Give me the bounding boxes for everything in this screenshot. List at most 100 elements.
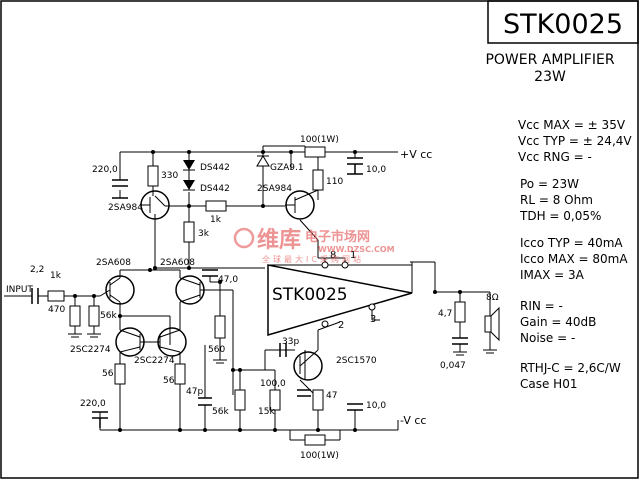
transistor-2sc1570 (293, 351, 323, 381)
watermark-site: 电子市场网 (305, 229, 370, 245)
label-q-2sa984-left: 2SA984 (108, 203, 143, 213)
resistor-47 (312, 389, 324, 411)
label-r-1k-mid: 1k (210, 215, 222, 225)
label-c-220-bottom: 220,0 (80, 399, 106, 409)
junction-dots (73, 150, 462, 432)
resistor-560 (214, 315, 226, 339)
watermark-tagline: 全球最大IC采购网站 (262, 254, 364, 264)
resistor-56k-input (88, 305, 100, 327)
ground-symbols (4, 295, 497, 364)
watermark-logo-icon (233, 227, 255, 249)
label-c-33p: 33p (282, 337, 299, 347)
spec-rthj: RTHJ-C = 2,6C/W (520, 361, 621, 375)
label-vcc-neg: -V cc (400, 414, 426, 427)
capacitor-10-top (347, 157, 363, 175)
label-c-100: 100,0 (260, 379, 286, 389)
spec-vcc-max: Vcc MAX = ± 35V (518, 118, 626, 132)
zener-gza9-1 (256, 152, 270, 176)
label-r-330: 330 (161, 171, 178, 181)
watermark-brand: 维库 (257, 227, 301, 253)
resistor-3k (183, 221, 195, 243)
label-q-2sc2274-left: 2SC2274 (70, 345, 111, 355)
label-c-10-bottom: 10,0 (366, 401, 386, 411)
spec-noise: Noise = - (520, 331, 575, 345)
label-r-15k: 15k (258, 407, 275, 417)
label-q-2sa984-right: 2SA984 (257, 184, 292, 194)
label-r-3k: 3k (198, 229, 210, 239)
capacitor-input (31, 288, 39, 304)
label-r-47: 47 (326, 391, 337, 401)
label-r-100-bottom: 100(1W) (300, 451, 339, 461)
resistor-470 (69, 305, 81, 327)
resistor-56-right (174, 363, 186, 385)
resistor-100-top (304, 146, 326, 158)
label-q-2sa608-right: 2SA608 (160, 258, 195, 268)
ic-pin-3: 3 (370, 314, 376, 325)
spec-icco-typ: Icco TYP = 40mA (520, 236, 623, 250)
label-c-47p: 47p (186, 387, 203, 397)
wiring (10, 145, 491, 441)
diode-ds442-2 (183, 180, 195, 191)
label-r-56-left: 56 (102, 369, 114, 379)
ic-stk0025: STK0025 8 1 2 3 (267, 250, 413, 336)
resistor-15k (269, 389, 281, 411)
resistor-56k-bottom (234, 389, 246, 411)
watermark: 维库 电子市场网 WWW.DZSC.COM 全球最大IC采购网站 (233, 227, 395, 264)
capacitor-220-top (112, 179, 128, 199)
label-r-4-7: 4,7 (438, 309, 452, 319)
capacitor-33p (279, 343, 287, 357)
spec-vcc-typ: Vcc TYP = ± 24,4V (518, 134, 632, 148)
label-c-10-top: 10,0 (366, 165, 386, 175)
spec-icco-max: Icco MAX = 80mA (520, 252, 628, 266)
label-c-0-047: 0,047 (440, 361, 466, 371)
label-r-56k-in: 56k (100, 311, 117, 321)
spec-po: Po = 23W (520, 177, 579, 191)
label-r-in: 1k (50, 271, 62, 281)
title-subtitle-2: 23W (534, 69, 566, 85)
label-d1: DS442 (200, 163, 230, 173)
part-number-title: STK0025 (503, 9, 623, 40)
resistor-4-7 (454, 301, 466, 323)
ic-pin-8: 8 (330, 250, 336, 261)
speaker-icon (484, 306, 500, 342)
spec-rl: RL = 8 Ohm (520, 193, 593, 207)
ic-pin-1: 1 (350, 250, 356, 261)
resistor-56-left (114, 363, 126, 385)
title-subtitle-1: POWER AMPLIFIER (485, 52, 614, 68)
label-c-47: 47,0 (218, 275, 238, 285)
resistor-330 (147, 165, 159, 187)
capacitor-47p (198, 397, 212, 406)
label-q-2sc2274-right: 2SC2274 (134, 356, 175, 366)
label-vcc-pos: +V cc (400, 148, 432, 161)
label-d2: DS442 (200, 184, 230, 194)
label-input: INPUT (6, 285, 33, 295)
capacitor-220-bottom (92, 411, 108, 428)
label-zener: GZA9.1 (270, 163, 304, 173)
label-r-470: 470 (48, 305, 65, 315)
label-q-2sa608-left: 2SA608 (96, 258, 131, 268)
label-r-56-right: 56 (163, 376, 175, 386)
label-c-in: 2,2 (30, 265, 44, 275)
label-r-560: 560 (208, 345, 225, 355)
resistor-100-bottom (304, 434, 326, 446)
label-r-56k-bottom: 56k (212, 407, 229, 417)
spec-gain: Gain = 40dB (520, 315, 596, 329)
transistor-2sa608-right (175, 275, 205, 305)
spec-imax: IMAX = 3A (520, 268, 585, 282)
capacitor-100 (297, 389, 311, 397)
title-box: STK0025 POWER AMPLIFIER 23W (485, 0, 639, 85)
resistor-110 (312, 169, 324, 191)
transistor-2sa608-left (99, 275, 135, 305)
label-speaker: 8Ω (486, 293, 499, 303)
resistor-1k-input (47, 290, 65, 302)
spec-case: Case H01 (520, 377, 577, 391)
ic-pin-2: 2 (338, 320, 344, 331)
spec-tdh: TDH = 0,05% (519, 209, 601, 223)
transistor-2sa984-right (285, 189, 319, 220)
component-labels: INPUT 2,2 1k 470 56k 220,0 330 DS442 DS4… (6, 135, 499, 461)
label-r-110: 110 (326, 177, 343, 187)
transistor-2sc2274-right (157, 327, 187, 357)
spec-list: Vcc MAX = ± 35V Vcc TYP = ± 24,4V Vcc RN… (518, 118, 632, 391)
